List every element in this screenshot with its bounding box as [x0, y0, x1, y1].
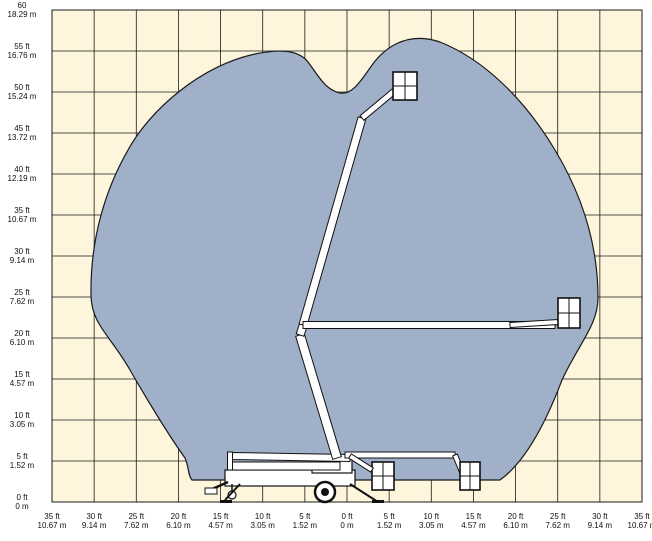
y-label-m: 13.72 m [8, 133, 37, 142]
y-label-m: 3.05 m [10, 420, 35, 429]
y-label-ft: 45 ft [14, 124, 30, 133]
x-label-m: 9.14 m [588, 521, 613, 530]
y-label-m: 15.24 m [8, 92, 37, 101]
stowed-boom-link [227, 451, 233, 471]
x-label-ft: 20 ft [171, 512, 187, 521]
y-label-ft: 10 ft [14, 411, 30, 420]
x-label-ft: 35 ft [634, 512, 650, 521]
x-label-ft: 25 ft [550, 512, 566, 521]
x-label-ft: 0 ft [341, 512, 353, 521]
y-label-ft: 15 ft [14, 370, 30, 379]
y-label-m: 18.29 m [8, 10, 37, 19]
upper-boom-vertical [298, 116, 367, 327]
x-label-m: 6.10 m [166, 521, 191, 530]
y-label-m: 16.76 m [8, 51, 37, 60]
x-label-ft: 5 ft [299, 512, 311, 521]
outrigger-pad [220, 500, 232, 503]
low-boom [344, 451, 456, 459]
y-label-ft: 25 ft [14, 288, 30, 297]
x-label-m: 1.52 m [377, 521, 402, 530]
y-label-ft: 60 [18, 1, 27, 10]
x-label-m: 3.05 m [250, 521, 275, 530]
x-label-m: 4.57 m [461, 521, 486, 530]
y-label-ft: 40 ft [14, 165, 30, 174]
x-label-ft: 35 ft [44, 512, 60, 521]
outrigger-left [224, 483, 241, 501]
x-label-m: 9.14 m [82, 521, 107, 530]
near-jib [347, 453, 375, 473]
x-label-m: 10.67 m [628, 521, 652, 530]
x-label-ft: 30 ft [86, 512, 102, 521]
x-label-m: 0 m [340, 521, 354, 530]
x-label-m: 7.62 m [545, 521, 570, 530]
y-label-m: 4.57 m [10, 379, 35, 388]
wheel-hub [321, 488, 329, 496]
y-label-m: 7.62 m [10, 297, 35, 306]
x-label-m: 10.67 m [38, 521, 67, 530]
x-label-m: 4.57 m [208, 521, 233, 530]
outrigger-pad [372, 500, 384, 503]
y-label-m: 9.14 m [10, 256, 35, 265]
y-label-ft: 55 ft [14, 42, 30, 51]
y-label-ft: 30 ft [14, 247, 30, 256]
x-label-m: 6.10 m [503, 521, 528, 530]
y-label-m: 10.67 m [8, 215, 37, 224]
y-label-m: 0 m [15, 502, 29, 511]
y-label-m: 1.52 m [10, 461, 35, 470]
outrigger-right [349, 483, 379, 503]
x-label-ft: 20 ft [508, 512, 524, 521]
working-envelope [90, 37, 599, 481]
y-label-ft: 35 ft [14, 206, 30, 215]
x-label-m: 7.62 m [124, 521, 149, 530]
y-label-ft: 50 ft [14, 83, 30, 92]
x-label-ft: 15 ft [466, 512, 482, 521]
x-label-ft: 10 ft [255, 512, 271, 521]
trailer-boom-lift-icon [204, 71, 581, 504]
lower-boom [295, 333, 342, 460]
hitch [204, 487, 218, 495]
x-label-ft: 30 ft [592, 512, 608, 521]
y-label-m: 6.10 m [10, 338, 35, 347]
x-label-ft: 10 ft [423, 512, 439, 521]
y-label-ft: 0 ft [16, 493, 28, 502]
x-label-ft: 5 ft [384, 512, 396, 521]
x-label-m: 3.05 m [419, 521, 444, 530]
y-label-m: 12.19 m [8, 174, 37, 183]
y-label-ft: 20 ft [14, 329, 30, 338]
x-label-m: 1.52 m [293, 521, 318, 530]
x-label-ft: 25 ft [128, 512, 144, 521]
x-label-ft: 15 ft [213, 512, 229, 521]
stowed-boom-lower [229, 461, 341, 471]
y-label-ft: 5 ft [16, 452, 28, 461]
